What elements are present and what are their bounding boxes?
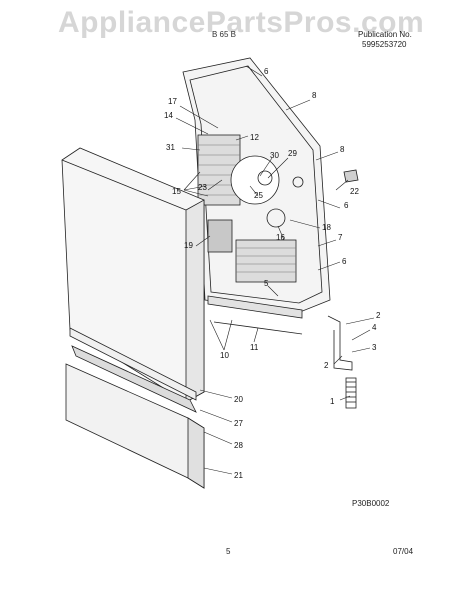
door-spring xyxy=(345,377,357,409)
callout-label: 8 xyxy=(312,91,317,100)
hinge-bracket xyxy=(327,315,353,371)
dispenser-knob xyxy=(257,170,273,186)
callout-label: 17 xyxy=(168,97,177,106)
callout-label: 3 xyxy=(372,343,377,352)
model-number: B 65 B xyxy=(212,30,237,39)
callout-label: 4 xyxy=(372,323,377,332)
callout-label: 30 xyxy=(270,151,279,160)
callout-label: 6 xyxy=(264,67,269,76)
bottom-gasket xyxy=(71,345,197,413)
bottom-rail xyxy=(207,295,303,319)
callout-label: 22 xyxy=(350,187,359,196)
callout-label: 12 xyxy=(250,133,259,142)
callout-label: 2 xyxy=(376,311,381,320)
publication-number: 5995253720 xyxy=(362,40,407,49)
callout-label: 7 xyxy=(338,233,343,242)
callout-label: 29 xyxy=(288,149,297,158)
publication-label: Publication No. xyxy=(358,30,412,39)
revision-date: 07/04 xyxy=(393,547,414,556)
callout-label: 21 xyxy=(234,471,243,480)
callout-label: 19 xyxy=(184,241,193,250)
outer-door-edge xyxy=(185,199,205,403)
clip-part xyxy=(343,169,359,183)
callout-label: 11 xyxy=(250,343,259,352)
vent-grille xyxy=(235,239,297,283)
callout-label: 6 xyxy=(344,201,349,210)
callout-label: 2 xyxy=(324,361,329,370)
callout-label: 14 xyxy=(164,111,173,120)
dispenser-cup xyxy=(230,155,280,205)
page-number: 5 xyxy=(226,547,231,556)
vent-hole xyxy=(292,176,304,188)
callout-label: 31 xyxy=(166,143,175,152)
callout-label: 28 xyxy=(234,441,243,450)
callouts: 6 8 17 14 12 31 30 29 8 15 23 22 25 6 18… xyxy=(164,67,381,480)
leader-lines xyxy=(175,65,375,475)
diagram-drawing xyxy=(61,57,375,489)
watermark: AppliancePartsPros.com xyxy=(58,6,425,39)
figure-id: P30B0002 xyxy=(352,499,390,508)
callout-label: 23 xyxy=(198,183,207,192)
callout-label: 1 xyxy=(330,397,335,406)
callout-label: 6 xyxy=(342,257,347,266)
switch-bracket xyxy=(207,219,233,253)
callout-label: 15 xyxy=(172,187,181,196)
callout-label: 27 xyxy=(234,419,243,428)
callout-label: 20 xyxy=(234,395,243,404)
rinse-aid-cap xyxy=(266,208,286,228)
callout-label: 5 xyxy=(264,279,269,288)
callout-label: 8 xyxy=(340,145,345,154)
door-trim-strip xyxy=(69,327,197,401)
callout-label: 16 xyxy=(276,233,285,242)
callout-label: 10 xyxy=(220,351,229,360)
callout-label: 25 xyxy=(254,191,263,200)
callout-label: 18 xyxy=(322,223,331,232)
kick-panel-edge xyxy=(187,417,205,489)
